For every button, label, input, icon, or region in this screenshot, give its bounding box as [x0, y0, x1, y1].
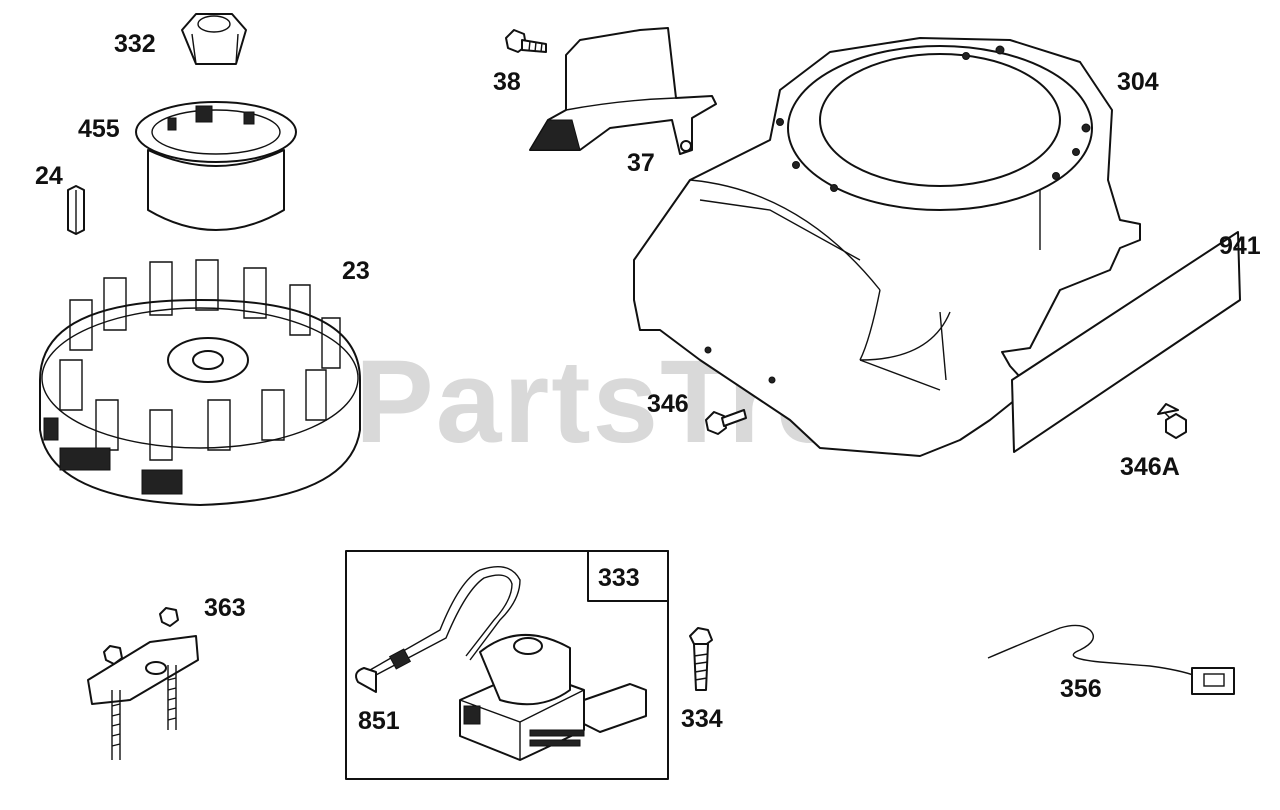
part-332-hex-nut: [181, 13, 247, 65]
label-333: 333: [598, 564, 640, 592]
label-363: 363: [204, 594, 246, 622]
part-455-starter-cup: [135, 101, 297, 231]
part-334-bolt: [689, 627, 713, 691]
label-37: 37: [627, 149, 655, 177]
label-332: 332: [114, 30, 156, 58]
label-455: 455: [78, 115, 120, 143]
part-941-shroud-strip: [1011, 231, 1241, 453]
label-334: 334: [681, 705, 723, 733]
label-356: 356: [1060, 675, 1102, 703]
part-851-ignition-armature: [355, 566, 647, 761]
label-23: 23: [342, 257, 370, 285]
part-346a-bolt: [1157, 403, 1187, 439]
label-941: 941: [1219, 232, 1261, 260]
part-304-blower-housing: [633, 37, 1141, 457]
part-346-bolt: [705, 409, 747, 435]
label-346: 346: [647, 390, 689, 418]
part-356-ground-wire: [987, 624, 1235, 695]
part-363-ignition-bracket: [87, 607, 199, 760]
label-304: 304: [1117, 68, 1159, 96]
part-37-air-baffle: [529, 27, 717, 155]
label-346a: 346A: [1120, 453, 1180, 481]
part-24-flywheel-key: [67, 185, 85, 235]
part-23-flywheel: [39, 259, 361, 506]
part-38-screw: [505, 29, 547, 53]
part-333-ignition-box: [345, 550, 669, 780]
label-851: 851: [358, 707, 400, 735]
label-38: 38: [493, 68, 521, 96]
label-24: 24: [35, 162, 63, 190]
